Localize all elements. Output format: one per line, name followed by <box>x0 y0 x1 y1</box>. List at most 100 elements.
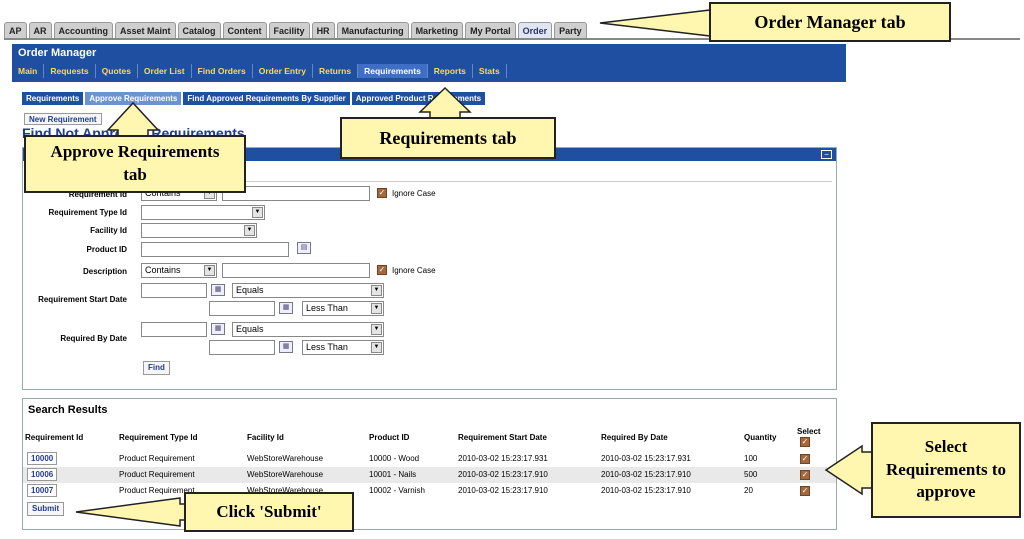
requirement-type-id-select[interactable]: ▼ <box>141 205 265 220</box>
nav-quotes[interactable]: Quotes <box>96 64 138 78</box>
facility-id-label: Facility Id <box>90 226 127 235</box>
find-panel: − Requirement Id Contains ▼ ✓ Ignore Case… <box>22 147 837 390</box>
app-tab-my-portal[interactable]: My Portal <box>465 22 516 39</box>
description-operator-select[interactable]: Contains ▼ <box>141 263 217 278</box>
app-tab-order[interactable]: Order <box>517 22 553 39</box>
requirement-id-link[interactable]: 10006 <box>27 468 58 481</box>
search-results-title: Search Results <box>28 404 108 416</box>
requirement-id-ignore-case-label: Ignore Case <box>392 189 436 198</box>
required-by-to-input[interactable] <box>209 340 275 355</box>
nav-find-orders[interactable]: Find Orders <box>192 64 253 78</box>
row-product: 10002 - Varnish <box>369 486 425 495</box>
calendar-icon[interactable]: ▦ <box>211 284 225 296</box>
nav-order-list[interactable]: Order List <box>138 64 192 78</box>
submit-button[interactable]: Submit <box>27 502 65 516</box>
select-all-checkbox[interactable]: ✓ <box>800 437 810 447</box>
find-button[interactable]: Find <box>143 361 170 375</box>
row-type: Product Requirement <box>119 454 195 463</box>
required-by-from-operator-select[interactable]: Equals▼ <box>232 322 384 337</box>
row-start-date: 2010-03-02 15:23:17.931 <box>458 454 548 463</box>
requirement-id-operator-value: Contains <box>145 188 181 198</box>
nav-order-entry[interactable]: Order Entry <box>253 64 313 78</box>
row-required-by: 2010-03-02 15:23:17.910 <box>601 486 691 495</box>
collapse-icon[interactable]: − <box>821 150 832 159</box>
subtab-approve-requirements[interactable]: Approve Requirements <box>85 92 182 105</box>
row-quantity: 500 <box>744 470 758 479</box>
lookup-icon[interactable]: ▤ <box>297 242 311 254</box>
row-required-by: 2010-03-02 15:23:17.910 <box>601 470 691 479</box>
app-tab-hr[interactable]: HR <box>311 22 335 39</box>
app-tab-ap[interactable]: AP <box>4 22 27 39</box>
facility-id-select[interactable]: ▼ <box>141 223 257 238</box>
start-date-from-operator-select[interactable]: Equals ▼ <box>232 283 384 298</box>
requirement-id-link[interactable]: 10007 <box>27 484 58 497</box>
start-date-op1-value: Equals <box>236 285 264 295</box>
row-facility: WebStoreWarehouse <box>247 454 324 463</box>
col-select: Select <box>797 427 821 436</box>
app-tab-catalog[interactable]: Catalog <box>177 22 221 39</box>
start-date-to-input[interactable] <box>209 301 275 316</box>
start-date-from-input[interactable] <box>141 283 207 298</box>
app-tab-party[interactable]: Party <box>554 22 587 39</box>
description-label: Description <box>82 267 127 276</box>
app-tab-divider <box>4 38 1020 40</box>
requirement-id-label: Requirement Id <box>68 190 127 199</box>
order-manager-header: Order Manager Main Requests Quotes Order… <box>12 44 846 82</box>
new-requirement-button[interactable]: New Requirement <box>24 113 102 125</box>
subtab-requirements[interactable]: Requirements <box>22 92 84 105</box>
nav-requests[interactable]: Requests <box>44 64 96 78</box>
callout-approve-requirements-tab: Approve Requirements tab <box>24 135 246 193</box>
nav-returns[interactable]: Returns <box>313 64 359 78</box>
dropdown-arrow-icon: ▼ <box>204 265 215 276</box>
select-requirements-arrow <box>824 444 873 496</box>
app-tab-content[interactable]: Content <box>222 22 267 39</box>
nav-reports[interactable]: Reports <box>428 64 473 78</box>
row-select-checkbox[interactable]: ✓ <box>800 454 810 464</box>
dropdown-arrow-icon: ▼ <box>371 303 382 314</box>
col-product-id: Product ID <box>369 433 410 442</box>
app-tab-manufacturing[interactable]: Manufacturing <box>336 22 409 39</box>
row-required-by: 2010-03-02 15:23:17.931 <box>601 454 691 463</box>
required-by-op2-value: Less Than <box>306 342 348 352</box>
checkbox-checked-icon[interactable]: ✓ <box>377 265 387 275</box>
start-date-to-operator-select[interactable]: Less Than ▼ <box>302 301 384 316</box>
calendar-icon[interactable]: ▦ <box>279 302 293 314</box>
callout-select-requirements: Select Requirements to approve <box>871 422 1021 518</box>
dropdown-arrow-icon: ▼ <box>371 285 382 296</box>
calendar-icon[interactable]: ▦ <box>279 341 293 353</box>
click-submit-arrow <box>75 497 187 527</box>
description-input[interactable] <box>222 263 370 278</box>
product-id-input[interactable] <box>141 242 289 257</box>
required-by-from-input[interactable] <box>141 322 207 337</box>
description-operator-value: Contains <box>145 265 181 275</box>
dropdown-arrow-icon: ▼ <box>252 207 263 218</box>
app-tab-marketing[interactable]: Marketing <box>410 22 464 39</box>
row-select-checkbox[interactable]: ✓ <box>800 486 810 496</box>
start-date-op2-value: Less Than <box>306 303 348 313</box>
order-manager-nav: Main Requests Quotes Order List Find Ord… <box>12 64 507 80</box>
row-quantity: 100 <box>744 454 758 463</box>
app-tab-asset-maint[interactable]: Asset Maint <box>115 22 176 39</box>
search-results-panel: Search Results Requirement Id Requiremen… <box>22 398 837 530</box>
app-tab-bar: AP AR Accounting Asset Maint Catalog Con… <box>4 22 587 39</box>
col-facility-id: Facility Id <box>247 433 284 442</box>
app-tab-ar[interactable]: AR <box>28 22 52 39</box>
required-by-op1-value: Equals <box>236 324 264 334</box>
requirement-id-link[interactable]: 10000 <box>27 452 58 465</box>
app-tab-facility[interactable]: Facility <box>268 22 310 39</box>
calendar-icon[interactable]: ▦ <box>211 323 225 335</box>
table-row: 10007 Product Requirement WebStoreWareho… <box>23 483 836 499</box>
nav-requirements[interactable]: Requirements <box>358 64 428 78</box>
checkbox-checked-icon[interactable]: ✓ <box>377 188 387 198</box>
nav-main[interactable]: Main <box>12 64 45 78</box>
nav-stats[interactable]: Stats <box>473 64 507 78</box>
callout-requirements-tab: Requirements tab <box>340 117 556 159</box>
subtab-find-approved-by-supplier[interactable]: Find Approved Requirements By Supplier <box>183 92 350 105</box>
row-select-checkbox[interactable]: ✓ <box>800 470 810 480</box>
requirement-id-input[interactable] <box>222 186 370 201</box>
required-by-to-operator-select[interactable]: Less Than▼ <box>302 340 384 355</box>
row-start-date: 2010-03-02 15:23:17.910 <box>458 486 548 495</box>
table-row: 10006 Product Requirement WebStoreWareho… <box>23 467 836 483</box>
app-tab-accounting[interactable]: Accounting <box>53 22 114 39</box>
approve-requirements-tab-arrow <box>106 101 160 137</box>
